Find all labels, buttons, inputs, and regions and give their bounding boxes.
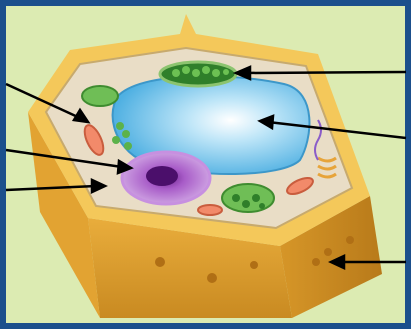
nucleolus <box>146 166 178 186</box>
arrow-chloroplast <box>244 72 406 73</box>
